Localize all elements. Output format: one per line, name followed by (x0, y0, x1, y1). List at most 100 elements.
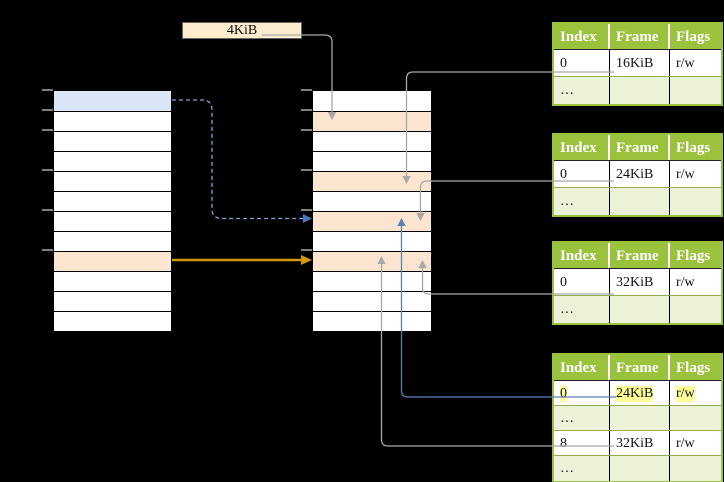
direct-mapping-arrow-arrowhead (301, 255, 312, 265)
page-table-24kib-row-1: … (554, 188, 721, 215)
virtual-address-space-column-row-1 (54, 111, 171, 131)
header-cell-frame: Frame (610, 243, 670, 268)
cell-value: … (560, 302, 574, 317)
nested-page-table-cell-2-0: 8 (554, 431, 610, 455)
virtual-address-space-column-row-9 (54, 271, 171, 291)
cell-value: 8 (560, 435, 567, 451)
cell-value: 32KiB (616, 274, 654, 290)
page-table-24kib-cell-0-0: 0 (554, 161, 610, 187)
cell-value: 0 (560, 274, 567, 290)
cell-value: 32KiB (616, 435, 654, 451)
virtual-to-physical-dashed-pointer (172, 99, 303, 220)
virtual-address-space-column-row-5 (54, 191, 171, 211)
virtual-address-space-column-row-3 (54, 151, 171, 171)
cell-value: 24KiB (616, 385, 654, 402)
cell-value: 0 (560, 55, 567, 71)
page-table-32kib-row-1: … (554, 296, 721, 323)
cell-value: r/w (676, 435, 695, 451)
cell-value: 16KiB (616, 55, 654, 71)
page-table-32kib-cell-1-2 (670, 296, 721, 323)
page-table-32kib-row-0: 0 32KiB r/w (554, 269, 721, 296)
address-tick (42, 89, 53, 91)
page-table-16kib-cell-0-2: r/w (670, 50, 721, 76)
frame-size-label: 4KiB (226, 22, 258, 38)
physical-memory-column-row-9 (313, 271, 431, 291)
nested-page-table-cell-1-1 (610, 406, 670, 430)
virtual-address-space-column-row-8 (54, 251, 171, 271)
physical-memory-column-row-3 (313, 151, 431, 171)
nested-page-table-cell-0-0: 0 (554, 381, 610, 405)
page-table-24kib-cell-0-1: 24KiB (610, 161, 670, 187)
cell-value: … (560, 194, 574, 209)
virtual-to-physical-dashed-pointer-arrowhead (303, 214, 312, 223)
header-cell-index: Index (554, 24, 610, 49)
address-tick (42, 129, 53, 131)
header-cell-flags: Flags (676, 359, 711, 376)
physical-memory-column-row-11 (313, 311, 431, 331)
cell-value: r/w (676, 385, 695, 402)
cell-value: … (560, 410, 574, 426)
page-table-16kib-cell-1-0: … (554, 77, 610, 104)
virtual-address-space-column-row-4 (54, 171, 171, 191)
nested-page-table-cell-3-1 (610, 456, 670, 481)
page-table-32kib-cell-1-1 (610, 296, 670, 323)
cell-value: r/w (676, 166, 695, 182)
physical-memory-column-row-6 (313, 211, 431, 231)
physical-memory-column-row-10 (313, 291, 431, 311)
cell-value: 0 (560, 385, 567, 402)
virtual-address-space-column-row-11 (54, 311, 171, 331)
page-table-24kib-cell-1-2 (670, 188, 721, 215)
cell-value: 24KiB (616, 166, 654, 182)
page-table-32kib-cell-0-0: 0 (554, 269, 610, 295)
nested-page-table-cell-2-2: r/w (670, 431, 721, 455)
physical-memory-column-row-8 (313, 251, 431, 271)
physical-memory-column-row-0 (313, 91, 431, 111)
page-table-24kib-row-0: 0 24KiB r/w (554, 161, 721, 188)
address-tick (42, 169, 53, 171)
cell-value: r/w (676, 274, 695, 290)
nested-page-table-cell-2-1: 32KiB (610, 431, 670, 455)
address-tick (301, 109, 312, 111)
nested-page-table-row-0: 0 24KiB r/w (554, 381, 721, 406)
header-cell-frame: Frame (610, 355, 670, 380)
virtual-address-space-column-row-6 (54, 211, 171, 231)
page-table-16kib-cell-0-0: 0 (554, 50, 610, 76)
cell-value: r/w (676, 55, 695, 71)
page-table-32kib-cell-0-1: 32KiB (610, 269, 670, 295)
header-cell-index: Index (554, 135, 610, 160)
physical-memory-column-row-5 (313, 191, 431, 211)
virtual-address-space-column-row-0 (54, 91, 171, 111)
header-cell-flags: Flags (676, 247, 711, 264)
page-table-16kib-cell-1-1 (610, 77, 670, 104)
address-tick (301, 209, 312, 211)
nested-page-table-row-2: 8 32KiB r/w (554, 431, 721, 456)
nested-page-table-row-1: … (554, 406, 721, 431)
page-table-16kib-row-1: … (554, 77, 721, 104)
physical-memory-column-row-1 (313, 111, 431, 131)
frame-size-box: 4KiB (182, 22, 302, 39)
virtual-address-space-column-row-10 (54, 291, 171, 311)
cell-value: … (560, 461, 574, 476)
cell-value: … (560, 83, 574, 98)
address-tick (42, 249, 53, 251)
address-tick (301, 169, 312, 171)
virtual-address-space-column (53, 90, 172, 332)
physical-memory-column-row-2 (313, 131, 431, 151)
page-table-16kib-cell-1-2 (670, 77, 721, 104)
header-cell-flags: Flags (676, 28, 711, 45)
address-tick (42, 209, 53, 211)
physical-memory-column-row-7 (313, 231, 431, 251)
address-tick (301, 89, 312, 91)
physical-memory-column-row-4 (313, 171, 431, 191)
page-table-32kib-cell-1-0: … (554, 296, 610, 323)
address-tick (42, 109, 53, 111)
nested-page-table-cell-0-2: r/w (670, 381, 721, 405)
